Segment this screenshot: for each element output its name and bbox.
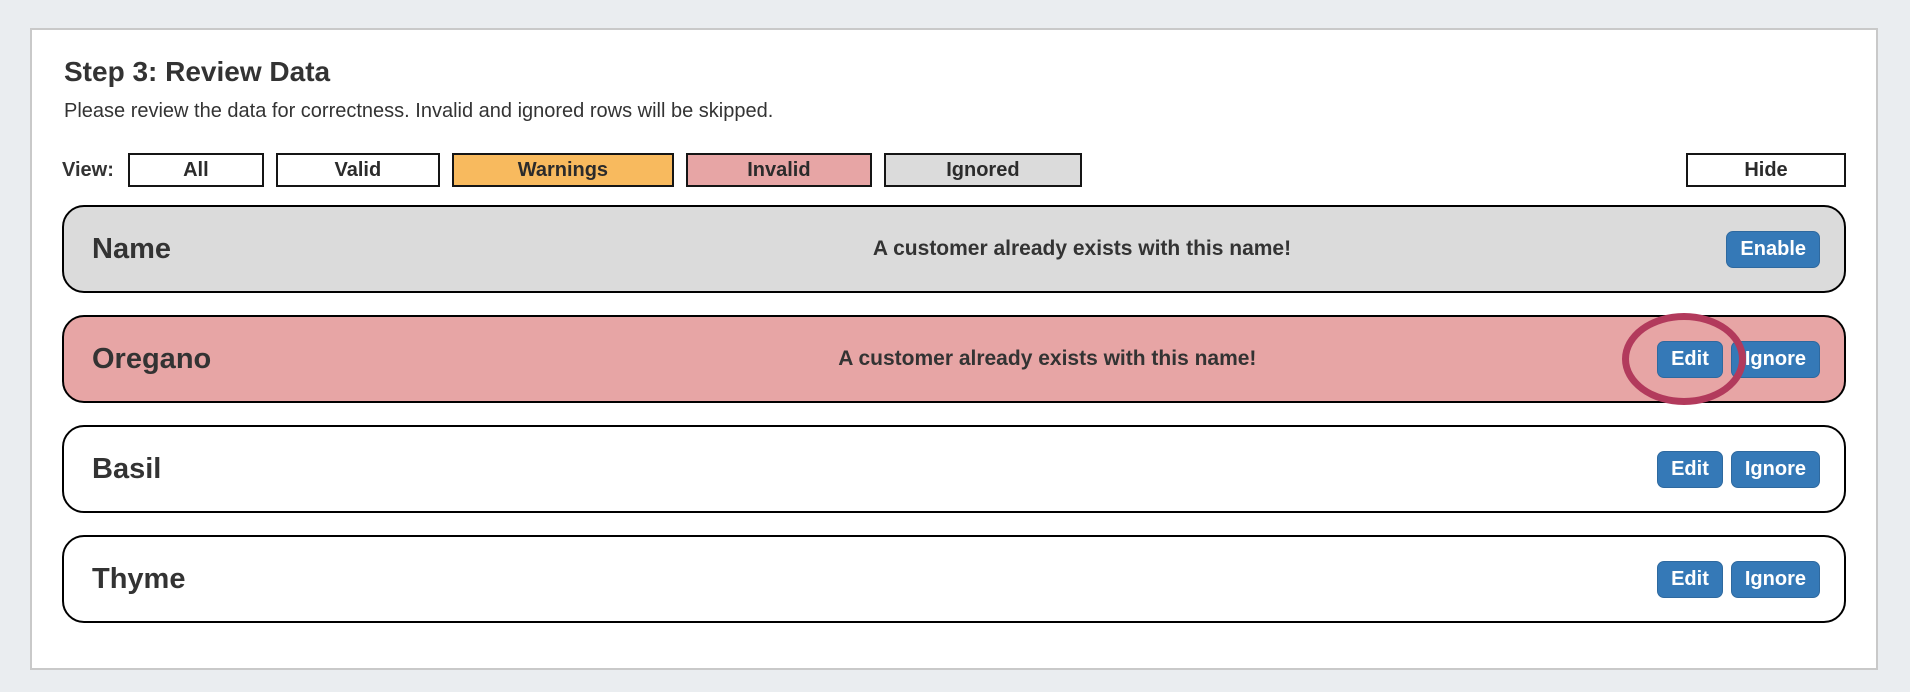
page-title: Step 3: Review Data bbox=[64, 56, 331, 87]
filter-all-button[interactable]: All bbox=[127, 153, 264, 187]
edit-button[interactable]: Edit bbox=[1657, 450, 1723, 488]
row-actions: Edit Ignore bbox=[1657, 560, 1820, 598]
view-label: View: bbox=[62, 158, 114, 181]
row-name-label: Oregano bbox=[92, 342, 212, 375]
review-rows-list: Name A customer already exists with this… bbox=[62, 205, 1846, 623]
view-filter-bar: View: All Valid Warnings Invalid Ignored… bbox=[62, 153, 1846, 187]
row-message: A customer already exists with this name… bbox=[872, 237, 1292, 260]
row-name-label: Name bbox=[92, 232, 171, 265]
row-actions: Edit Ignore bbox=[1657, 450, 1820, 488]
row-name-label: Basil bbox=[92, 452, 162, 485]
filter-ignored-button[interactable]: Ignored bbox=[883, 153, 1082, 187]
ignore-button[interactable]: Ignore bbox=[1730, 450, 1820, 488]
row-message: A customer already exists with this name… bbox=[838, 347, 1257, 370]
ignore-button[interactable]: Ignore bbox=[1730, 560, 1820, 598]
hide-button[interactable]: Hide bbox=[1686, 153, 1846, 187]
enable-button[interactable]: Enable bbox=[1726, 230, 1820, 268]
edit-button[interactable]: Edit bbox=[1657, 560, 1723, 598]
review-row-name: Name A customer already exists with this… bbox=[62, 205, 1846, 293]
filter-invalid-button[interactable]: Invalid bbox=[685, 153, 872, 187]
row-actions: Edit Ignore bbox=[1622, 313, 1820, 405]
page-subtitle: Please review the data for correctness. … bbox=[64, 100, 774, 122]
row-actions: Enable bbox=[1726, 230, 1820, 268]
filter-valid-button[interactable]: Valid bbox=[275, 153, 440, 187]
ignore-button[interactable]: Ignore bbox=[1730, 340, 1820, 378]
filter-warnings-button[interactable]: Warnings bbox=[451, 153, 674, 187]
review-row-basil: Basil Edit Ignore bbox=[62, 425, 1846, 513]
review-data-panel: Step 3: Review Data Please review the da… bbox=[30, 28, 1878, 670]
review-row-thyme: Thyme Edit Ignore bbox=[62, 535, 1846, 623]
review-row-oregano: Oregano A customer already exists with t… bbox=[62, 313, 1846, 405]
row-name-label: Thyme bbox=[92, 562, 186, 595]
edit-button[interactable]: Edit bbox=[1657, 340, 1723, 378]
